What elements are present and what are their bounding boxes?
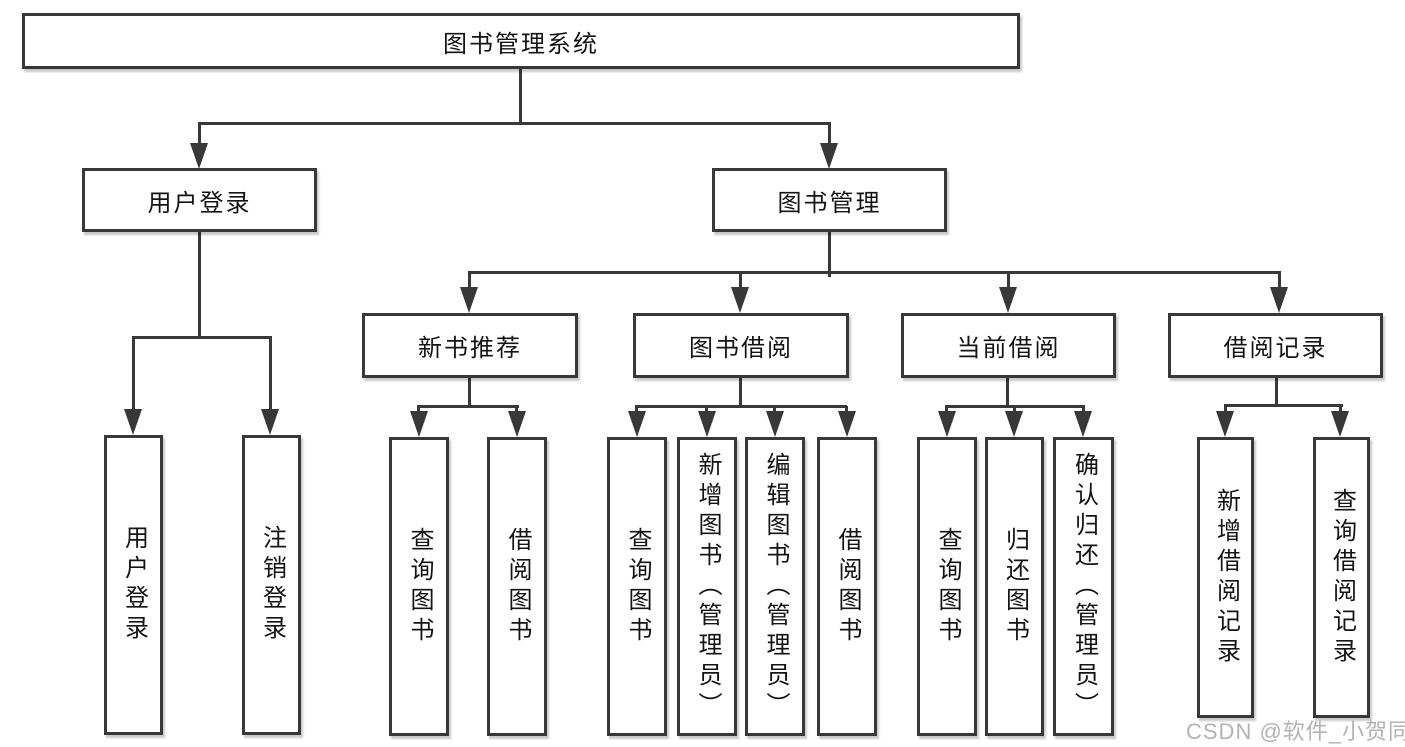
arrow-down-icon bbox=[820, 143, 838, 169]
node-new-book-recommendation: 新书推荐 bbox=[362, 313, 578, 378]
node-label: 用户登录 bbox=[120, 525, 148, 645]
arrow-down-icon bbox=[460, 287, 478, 313]
connector-line bbox=[828, 125, 831, 145]
connector-line bbox=[198, 125, 201, 145]
node-label: 查询图书 bbox=[934, 526, 961, 647]
node-label: 借阅图书 bbox=[504, 526, 531, 647]
arrow-down-icon bbox=[731, 287, 749, 313]
node-borrowing-records: 借阅记录 bbox=[1168, 313, 1383, 378]
node-label: 查询图书 bbox=[406, 526, 433, 647]
arrow-down-icon bbox=[838, 411, 856, 437]
arrow-down-icon bbox=[1074, 411, 1092, 437]
csdn-watermark: CSDN @软件_小贺同学 bbox=[1186, 719, 1405, 744]
arrow-down-icon bbox=[698, 411, 716, 437]
connector-line bbox=[1224, 406, 1227, 414]
node-edit-book-admin: 编辑图书（管理员） bbox=[745, 437, 805, 736]
node-confirm-return-admin: 确认归还（管理员） bbox=[1053, 437, 1114, 736]
connector-line bbox=[132, 339, 135, 409]
connector-line bbox=[739, 378, 742, 408]
connector-line bbox=[1082, 406, 1085, 414]
node-return-book: 归还图书 bbox=[985, 437, 1044, 736]
node-query-book-1: 查询图书 bbox=[389, 437, 449, 736]
arrow-down-icon bbox=[938, 411, 956, 437]
connector-line bbox=[198, 122, 831, 125]
arrow-down-icon bbox=[766, 411, 784, 437]
node-label: 注销登录 bbox=[258, 525, 286, 645]
connector-line bbox=[1013, 406, 1016, 414]
connector-line bbox=[515, 406, 518, 414]
connector-line bbox=[705, 406, 708, 414]
node-query-borrow-record: 查询借阅记录 bbox=[1313, 437, 1370, 718]
connector-line bbox=[1275, 378, 1278, 407]
node-label: 编辑图书（管理员） bbox=[762, 451, 789, 722]
node-borrow-book-1: 借阅图书 bbox=[487, 437, 547, 736]
node-library-management-system: 图书管理系统 bbox=[22, 13, 1020, 69]
arrow-down-icon bbox=[261, 409, 279, 435]
node-borrow-book-2: 借阅图书 bbox=[817, 437, 877, 736]
node-label: 查询图书 bbox=[624, 526, 651, 647]
arrow-down-icon bbox=[190, 143, 208, 169]
node-query-book-2: 查询图书 bbox=[607, 437, 667, 736]
connector-line bbox=[132, 336, 272, 339]
node-label: 确认归还（管理员） bbox=[1070, 451, 1098, 722]
arrow-down-icon bbox=[410, 411, 428, 437]
arrow-down-icon bbox=[1270, 287, 1288, 313]
node-label: 归还图书 bbox=[1001, 526, 1029, 647]
node-logout: 注销登录 bbox=[242, 435, 301, 735]
connector-line bbox=[468, 271, 1281, 274]
connector-line bbox=[845, 406, 848, 414]
node-add-book-admin: 新增图书（管理员） bbox=[677, 437, 737, 736]
node-user-login-leaf: 用户登录 bbox=[104, 435, 163, 735]
arrow-down-icon bbox=[124, 409, 142, 435]
connector-line bbox=[635, 405, 847, 408]
connector-line bbox=[468, 378, 471, 408]
arrow-down-icon bbox=[508, 411, 526, 437]
connector-line bbox=[1006, 378, 1009, 408]
arrow-down-icon bbox=[999, 287, 1017, 313]
connector-line bbox=[1224, 404, 1343, 407]
connector-line bbox=[519, 69, 522, 124]
arrow-down-icon bbox=[1005, 411, 1023, 437]
connector-line bbox=[828, 232, 831, 277]
connector-line bbox=[945, 406, 948, 414]
node-query-book-3: 查询图书 bbox=[917, 437, 977, 736]
connector-line bbox=[417, 406, 420, 414]
connector-line bbox=[739, 274, 742, 288]
node-add-borrow-record: 新增借阅记录 bbox=[1197, 437, 1254, 718]
node-label: 新增图书（管理员） bbox=[694, 451, 721, 722]
connector-line bbox=[1339, 406, 1342, 414]
connector-line bbox=[773, 406, 776, 414]
node-book-borrowing: 图书借阅 bbox=[633, 313, 849, 378]
connector-line bbox=[468, 274, 471, 288]
node-user-login: 用户登录 bbox=[82, 168, 317, 232]
connector-line bbox=[1007, 274, 1010, 288]
node-label: 新增借阅记录 bbox=[1212, 487, 1240, 668]
node-label: 查询借阅记录 bbox=[1328, 487, 1356, 668]
node-book-management: 图书管理 bbox=[712, 168, 947, 232]
node-label: 借阅图书 bbox=[834, 526, 861, 647]
connector-line bbox=[269, 339, 272, 409]
arrow-down-icon bbox=[1331, 411, 1349, 437]
arrow-down-icon bbox=[1216, 411, 1234, 437]
connector-line bbox=[198, 232, 201, 339]
connector-line bbox=[635, 406, 638, 414]
connector-line bbox=[1278, 274, 1281, 288]
connector-line bbox=[417, 405, 519, 408]
node-current-borrowing: 当前借阅 bbox=[901, 313, 1116, 378]
arrow-down-icon bbox=[628, 411, 646, 437]
